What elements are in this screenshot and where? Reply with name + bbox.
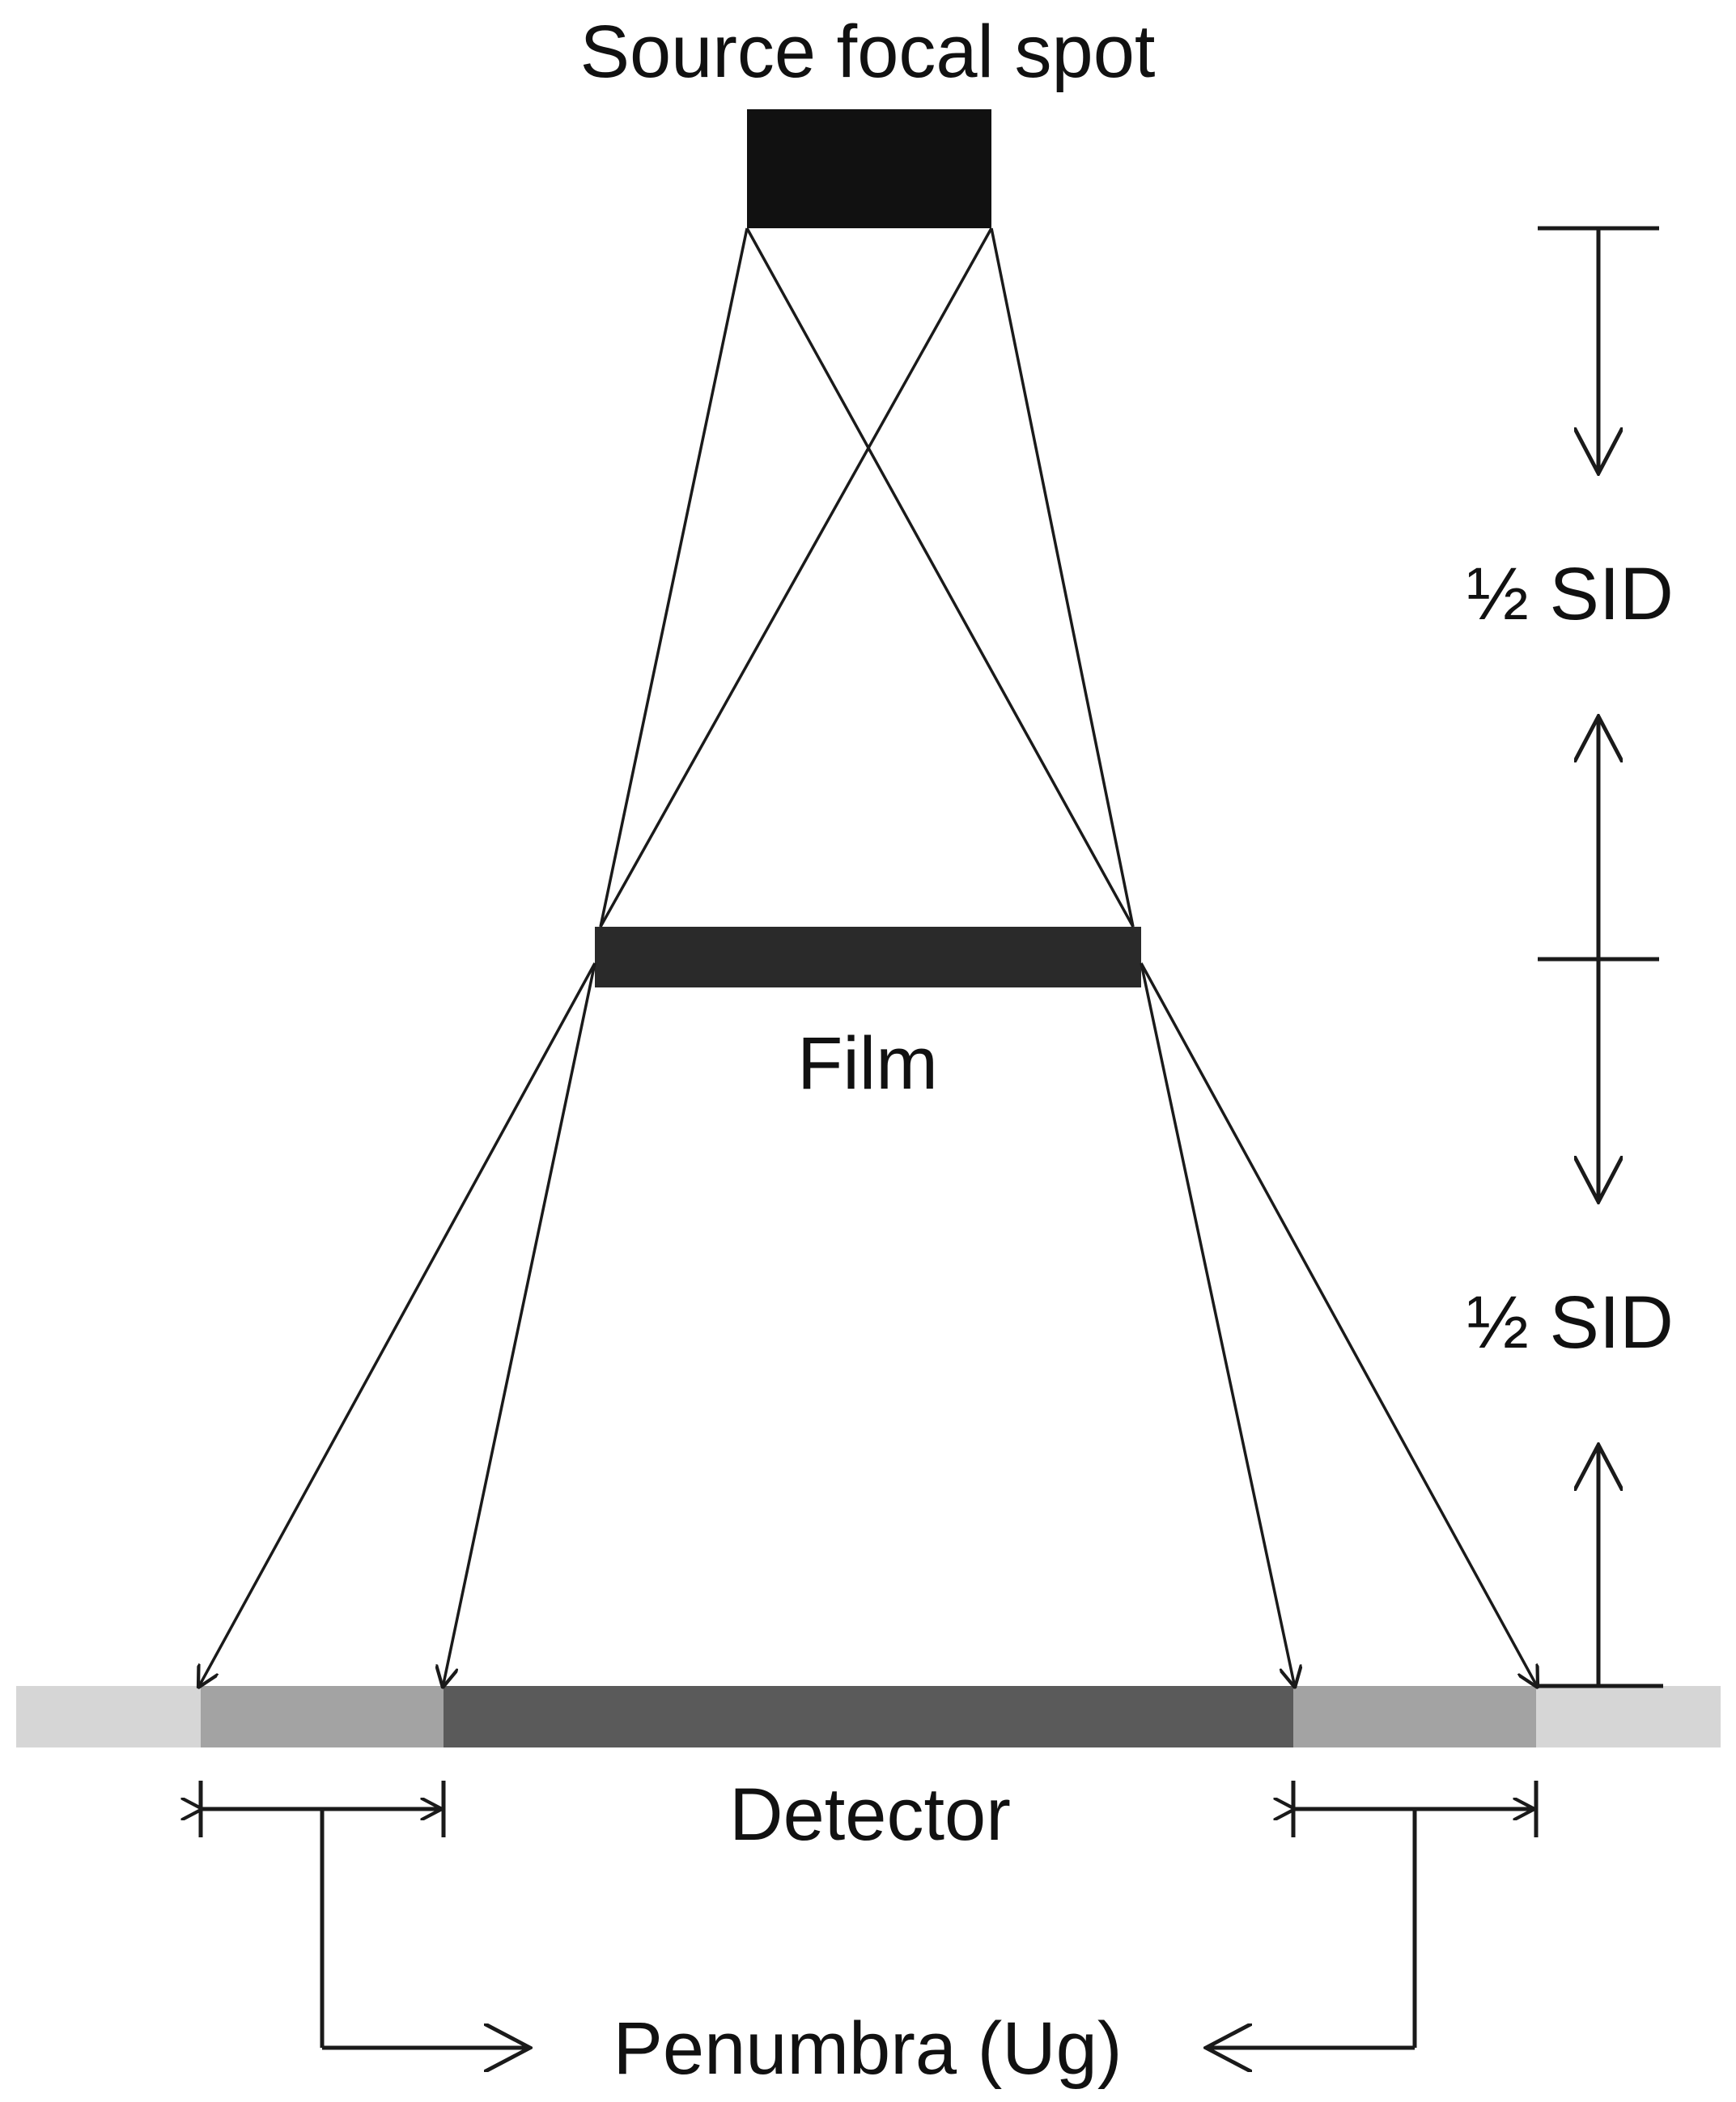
- sid-dimension: [1538, 226, 1663, 1688]
- detector-label: Detector: [729, 1773, 1011, 1856]
- penumbra-left-marker: [201, 1781, 530, 2048]
- detector-umbra: [444, 1686, 1293, 1747]
- detector-penumbra-left: [201, 1686, 444, 1747]
- film-label: Film: [797, 1022, 938, 1105]
- source-focal-spot: [747, 109, 991, 228]
- source-label: Source focal spot: [580, 11, 1156, 93]
- sid-top-label: ½ SID: [1466, 553, 1674, 635]
- penumbra-label: Penumbra (Ug): [613, 2007, 1123, 2090]
- source-rays: [599, 227, 1135, 928]
- penumbra-right-marker: [1206, 1781, 1539, 2048]
- detector-penumbra-right: [1293, 1686, 1536, 1747]
- sid-bottom-label: ½ SID: [1466, 1281, 1674, 1364]
- film-bar: [595, 927, 1141, 987]
- detector-outer-right: [1536, 1686, 1721, 1747]
- detector-outer-left: [16, 1686, 201, 1747]
- projected-rays: [198, 962, 1538, 1688]
